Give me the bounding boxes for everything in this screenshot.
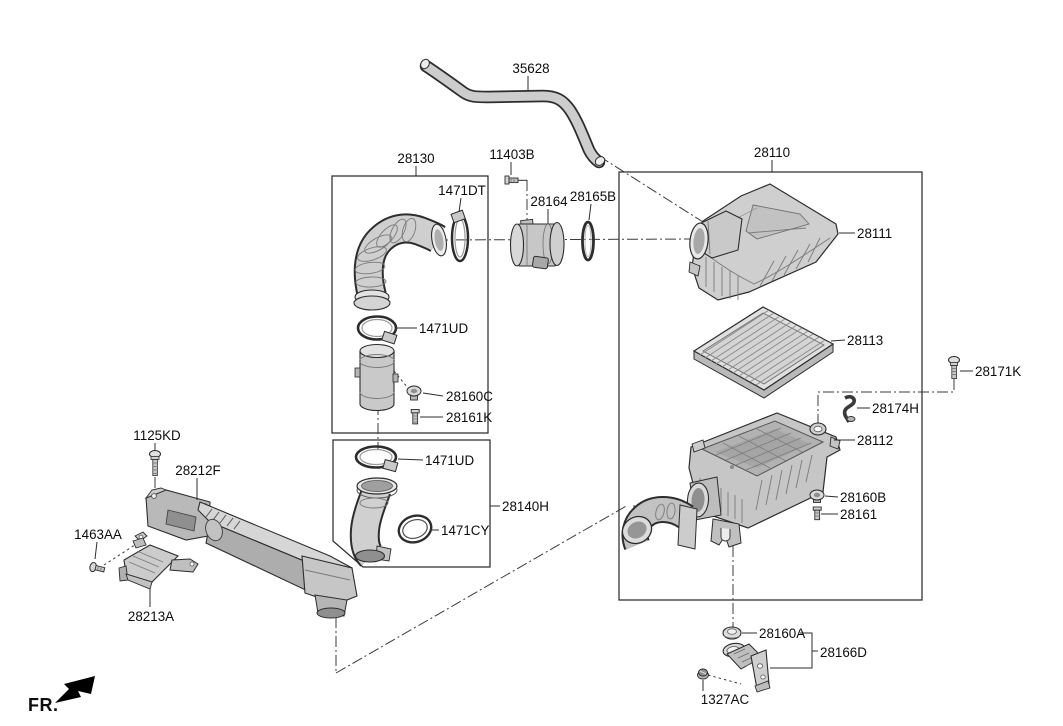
grommet-28160A	[722, 626, 742, 640]
callout-28213A[interactable]: 28213A	[128, 609, 174, 624]
screw-1463AA	[89, 562, 106, 573]
bolt-28161	[812, 506, 822, 521]
centerline-duct-to-elbow	[335, 504, 629, 674]
callout-28161[interactable]: 28161	[840, 507, 877, 522]
air-cleaner-cover-28111	[688, 183, 839, 301]
centerline-sensor-axis	[436, 238, 698, 241]
bolt-28161K	[410, 409, 420, 425]
leader-28160C-dotted	[393, 370, 409, 389]
group-box-28130	[331, 175, 489, 434]
breather-hose-35628	[419, 58, 606, 169]
callout-1327AC[interactable]: 1327AC	[701, 692, 750, 707]
callout-35628[interactable]: 35628	[512, 61, 549, 76]
callout-28212F[interactable]: 28212F	[175, 463, 220, 478]
callout-28160C[interactable]: 28160C	[446, 389, 493, 404]
group-box-28110	[618, 171, 923, 601]
air-duct-28212F	[144, 487, 358, 619]
grommet-28160C	[406, 385, 422, 401]
air-filter-28113	[692, 306, 835, 399]
callout-28130[interactable]: 28130	[397, 151, 434, 166]
air-guide-elbow	[621, 496, 698, 551]
callout-1463AA[interactable]: 1463AA	[74, 527, 122, 542]
callout-28160B[interactable]: 28160B	[840, 490, 886, 505]
clip-28174H	[842, 394, 856, 423]
fr-arrow-icon	[55, 676, 95, 703]
callout-1471DT[interactable]: 1471DT	[438, 183, 486, 198]
air-hose-28140H	[349, 477, 398, 567]
clamp-1471UD-lower	[354, 445, 399, 473]
callout-28165B[interactable]: 28165B	[570, 189, 616, 204]
centerline-hose-to-inlet	[598, 155, 704, 223]
parts-drawings	[89, 58, 960, 693]
fr-label: FR.	[28, 695, 59, 715]
air-flow-sensor-28164	[509, 218, 565, 270]
callout-28112[interactable]: 28112	[857, 433, 893, 448]
callout-28171K[interactable]: 28171K	[975, 364, 1021, 379]
oring-1471CY	[397, 514, 433, 544]
callout-1471UD-upper[interactable]: 1471UD	[419, 321, 468, 336]
bolt-1125KD	[149, 450, 161, 476]
clamp-1471DT	[450, 209, 470, 263]
callout-1125KD[interactable]: 1125KD	[133, 428, 181, 443]
bracket-28213A	[118, 531, 199, 590]
bolt-1327AC	[697, 668, 709, 680]
callout-28140H[interactable]: 28140H	[502, 499, 549, 514]
group-boxes	[331, 171, 923, 601]
callout-leaders	[94, 76, 973, 691]
centerline-28171K	[817, 379, 955, 423]
callout-11403B[interactable]: 11403B	[489, 147, 534, 162]
seal-ring-28165B	[581, 220, 595, 262]
bracket-28166D	[722, 642, 771, 693]
callout-28113[interactable]: 28113	[847, 333, 883, 348]
callout-labels: 35628 28130 11403B 1471DT 28164 28165B 2…	[74, 61, 1021, 707]
screw-28171K	[948, 356, 960, 379]
group-box-28140H	[332, 439, 491, 568]
callout-1471UD-lower[interactable]: 1471UD	[425, 453, 474, 468]
callout-28174H[interactable]: 28174H	[872, 401, 919, 416]
callout-28160A[interactable]: 28160A	[759, 626, 805, 641]
leader-1463AA-dotted	[103, 542, 139, 566]
grommet-28160B	[809, 489, 825, 503]
leader-1327AC-dotted	[707, 674, 742, 685]
callout-28164[interactable]: 28164	[530, 194, 568, 209]
callout-28166D[interactable]: 28166D	[820, 645, 867, 660]
resonator-tube	[354, 343, 399, 412]
clamp-1471UD-upper	[356, 315, 398, 345]
bolt-11403B	[504, 175, 527, 185]
front-direction-indicator: FR.	[28, 676, 95, 715]
callout-28111[interactable]: 28111	[857, 226, 892, 241]
callout-1471CY[interactable]: 1471CY	[441, 523, 489, 538]
callout-28161K[interactable]: 28161K	[446, 410, 492, 425]
corrugated-elbow-hose	[353, 213, 447, 311]
air-cleaner-body-28112	[686, 412, 841, 548]
callout-28110[interactable]: 28110	[754, 145, 790, 160]
